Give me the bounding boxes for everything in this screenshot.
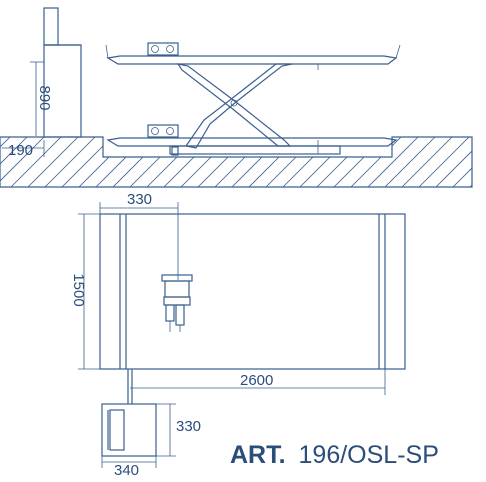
dim-width-label: 1500 xyxy=(70,273,87,306)
article-prefix: ART. xyxy=(230,441,286,469)
height-dimension: 890 xyxy=(30,61,53,136)
article-code: ART. 196/OSL-SP xyxy=(230,441,439,469)
pit-dimension: 190 xyxy=(2,140,45,159)
lift-base xyxy=(106,124,398,156)
lift-platform xyxy=(105,42,401,70)
floor-hatching xyxy=(0,137,472,187)
scissor-mechanism xyxy=(176,63,293,149)
platform-outline xyxy=(99,213,406,370)
top-view: 330 1500 2600 xyxy=(70,191,406,404)
dim-unit-depth-label: 330 xyxy=(176,418,201,435)
control-unit-plan: 330 340 xyxy=(101,403,201,479)
dim-pit-label: 190 xyxy=(8,142,33,159)
dim-unit-width-label: 340 xyxy=(114,462,139,479)
dim-ramp-width-label: 330 xyxy=(127,191,152,208)
dim-height-label: 890 xyxy=(36,85,53,110)
dim-length-label: 2600 xyxy=(240,372,273,389)
control-column xyxy=(43,7,82,138)
article-number: 196/OSL-SP xyxy=(299,441,439,469)
hydraulic-cylinder xyxy=(161,274,193,332)
side-view: 890 190 xyxy=(0,7,473,188)
